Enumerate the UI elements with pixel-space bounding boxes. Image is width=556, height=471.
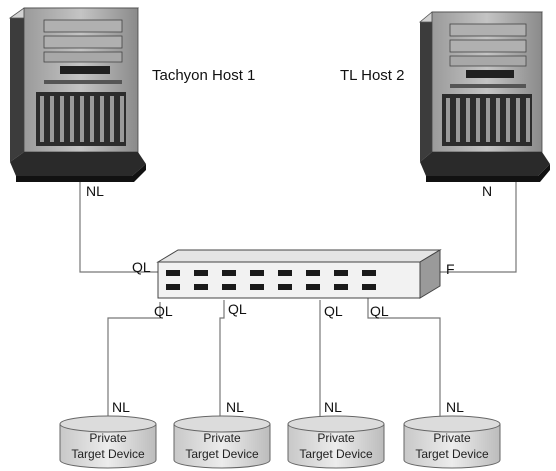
link-host1-switch xyxy=(79,178,158,273)
host-1-tower xyxy=(8,7,146,182)
link-host2-switch xyxy=(440,180,517,273)
host-1-label: Tachyon Host 1 xyxy=(152,67,255,84)
device-2-label-line2: Target Device xyxy=(185,447,259,461)
target-device-4 xyxy=(403,415,501,469)
device-1-label-line1: Private xyxy=(89,431,127,445)
link-switch-device4 xyxy=(367,298,441,418)
host-2-tower xyxy=(418,11,550,182)
switch xyxy=(156,249,442,299)
switch-host-port-label-right: F xyxy=(446,261,455,277)
switch-device-port-label-3: QL xyxy=(324,303,343,319)
device-2-port-label: NL xyxy=(226,399,244,415)
device-4-label-line2: Target Device xyxy=(415,447,489,461)
link-switch-device2 xyxy=(219,300,225,418)
target-device-2 xyxy=(173,415,271,469)
link-switch-device1 xyxy=(107,302,161,418)
host-2-label: TL Host 2 xyxy=(340,67,404,84)
switch-device-port-label-1: QL xyxy=(154,303,173,319)
device-1-label-line2: Target Device xyxy=(71,447,145,461)
device-4-label-line1: Private xyxy=(433,431,471,445)
switch-ports xyxy=(166,270,376,290)
switch-device-port-label-2: QL xyxy=(228,301,247,317)
device-3-port-label: NL xyxy=(324,399,342,415)
target-device-1 xyxy=(59,415,157,469)
device-4-port-label: NL xyxy=(446,399,464,415)
device-1-port-label: NL xyxy=(112,399,130,415)
target-device-3 xyxy=(287,415,385,469)
connection-lines xyxy=(79,178,517,418)
host-2-port-label: N xyxy=(482,183,492,199)
device-3-label-line2: Target Device xyxy=(299,447,373,461)
switch-host-port-label-left: QL xyxy=(132,259,151,275)
device-3-label-line1: Private xyxy=(317,431,355,445)
host-1-port-label: NL xyxy=(86,183,104,199)
device-2-label-line1: Private xyxy=(203,431,241,445)
switch-device-port-label-4: QL xyxy=(370,303,389,319)
